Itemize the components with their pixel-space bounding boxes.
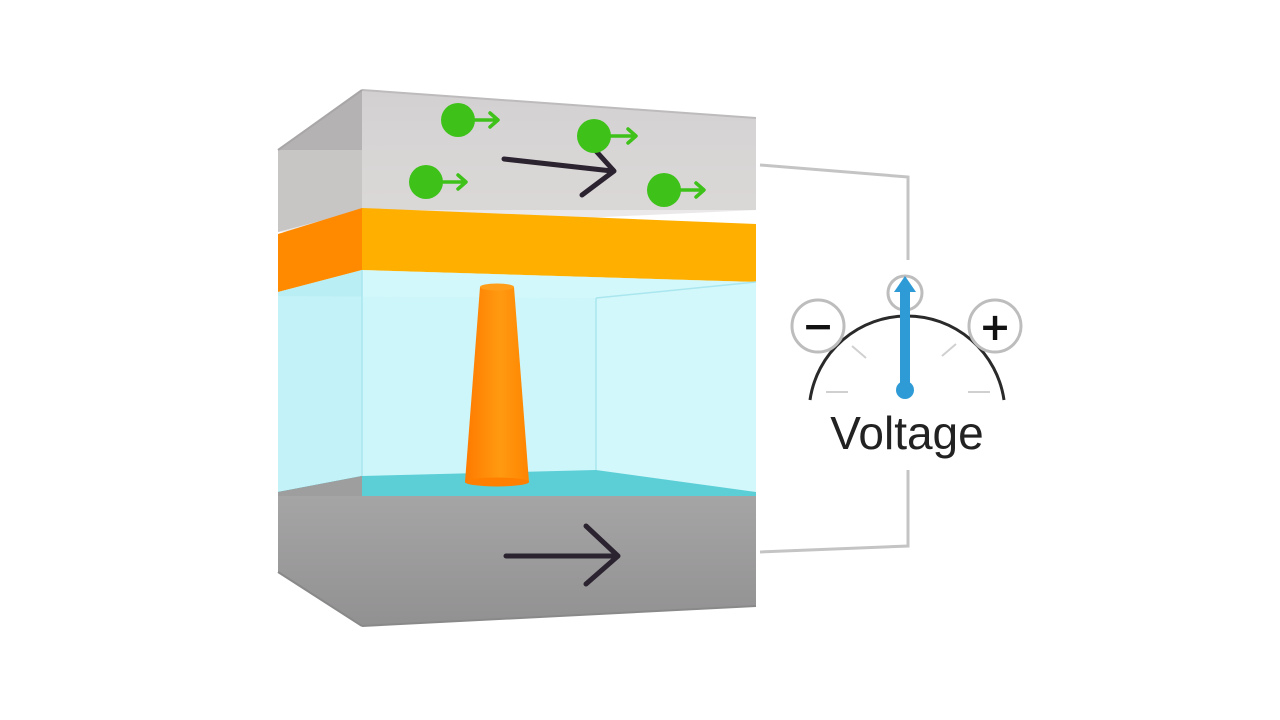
bottom-electrode-front [278, 496, 756, 626]
top-electrode-edge [361, 89, 757, 119]
filament-top [480, 283, 514, 291]
current-arrow-bottom [503, 523, 621, 587]
bottom-electrode [277, 476, 757, 627]
orange-layer-back [362, 208, 756, 282]
bottom-electrode-edge [277, 571, 363, 627]
circuit-wire-top [759, 163, 910, 260]
meter-needle-icon [894, 276, 916, 399]
plus-button: + [967, 298, 1023, 354]
electron-icon [441, 103, 500, 137]
electron-icon [647, 173, 706, 207]
bottom-electrode-edge [361, 605, 757, 627]
meter-ticks [826, 343, 990, 393]
electron-icon [577, 119, 638, 153]
minus-button: − [790, 298, 846, 354]
top-electrode-edge [277, 89, 363, 151]
conductive-filament [465, 283, 529, 487]
plus-glyph: + [979, 305, 1011, 349]
electron-icon [409, 165, 468, 199]
voltmeter: − + Voltage [790, 274, 1023, 459]
filament-base [465, 477, 529, 487]
voltage-label: Voltage [830, 407, 983, 459]
orange-layer-left [278, 208, 362, 292]
filament-body [465, 287, 529, 482]
insulator-front [278, 296, 596, 492]
insulator-edge [595, 281, 757, 299]
circuit-wire-bottom [759, 470, 910, 554]
minus-glyph: − [802, 304, 834, 348]
